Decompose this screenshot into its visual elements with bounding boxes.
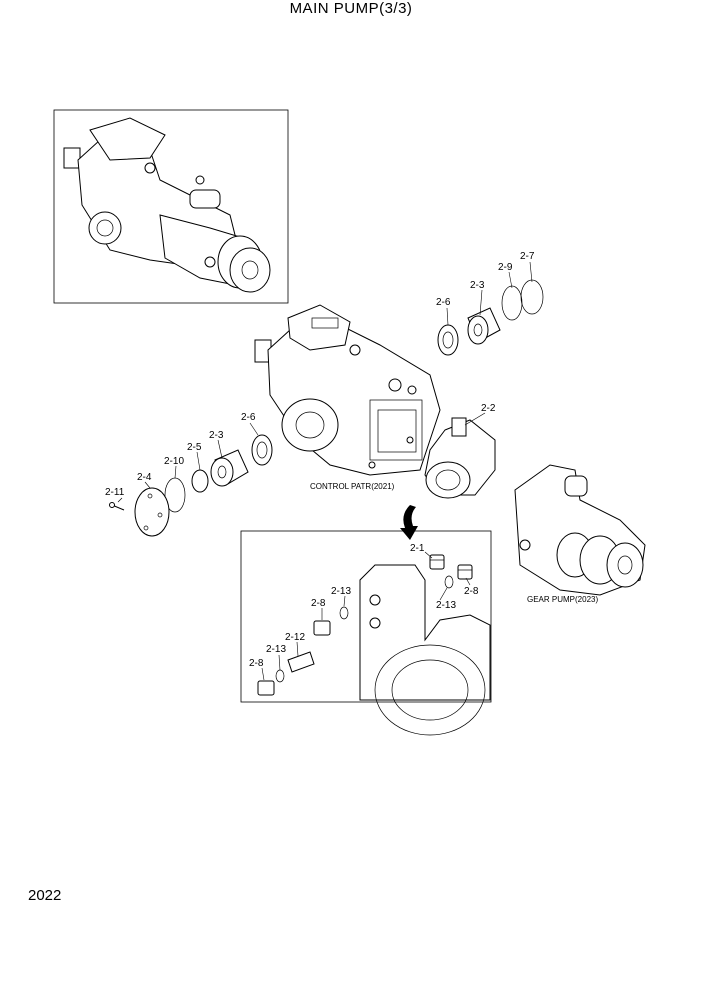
callout-2-13-right: 2-13 [436, 600, 456, 611]
callout-2-11: 2-11 [105, 487, 125, 498]
plug-2-1 [429, 554, 445, 570]
callout-2-1: 2-1 [410, 543, 425, 554]
plug-2-8-upper [313, 620, 331, 636]
gear-pump [514, 464, 646, 596]
bearing-upper [437, 324, 459, 356]
overview-frame [53, 109, 289, 304]
snap-ring-upper [520, 279, 544, 315]
callout-2-9: 2-9 [498, 262, 513, 273]
leader-lines [117, 261, 533, 681]
page-title: MAIN PUMP(3/3) [289, 0, 413, 17]
sleeve-lower [210, 449, 249, 487]
sleeve-upper [467, 307, 501, 345]
cap-screw [109, 502, 125, 511]
valve-2-12 [287, 651, 315, 673]
assembled-pump-overview [63, 117, 271, 293]
o-ring-2-13-lower [275, 669, 285, 683]
callout-2-5: 2-5 [187, 442, 202, 453]
pump-cover [424, 417, 496, 499]
control-bracket-detail [359, 564, 491, 736]
caption-gear-pump: GEAR PUMP(2023) [527, 595, 598, 604]
spacer [191, 469, 209, 493]
o-ring-2-13-right [444, 575, 454, 589]
plug-2-8-right [457, 564, 473, 580]
callout-2-3-upper: 2-3 [470, 280, 485, 291]
callout-2-6-upper: 2-6 [436, 297, 451, 308]
pump-housing [254, 304, 441, 476]
caption-control-part: CONTROL PATR(2021) [310, 482, 395, 491]
callout-2-8-right: 2-8 [464, 586, 479, 597]
callout-2-4: 2-4 [137, 472, 152, 483]
callout-2-3: 2-3 [209, 430, 224, 441]
callout-2-10: 2-10 [164, 456, 184, 467]
callout-2-8-upper: 2-8 [311, 598, 326, 609]
end-cover [134, 487, 170, 537]
callout-2-6: 2-6 [241, 412, 256, 423]
callout-2-13-upper: 2-13 [331, 586, 351, 597]
callout-2-12: 2-12 [285, 632, 305, 643]
callout-2-2: 2-2 [481, 403, 496, 414]
o-ring-upper [501, 285, 523, 321]
detail-frame [240, 530, 492, 703]
plug-2-8-lower [257, 680, 275, 696]
callout-2-13-lower: 2-13 [266, 644, 286, 655]
page-number: 2022 [28, 887, 62, 904]
callout-2-8-lower: 2-8 [249, 658, 264, 669]
detail-arrow-icon [400, 505, 418, 540]
o-ring-2-13-upper [339, 606, 349, 620]
callout-2-7: 2-7 [520, 251, 535, 262]
bearing-lower [251, 434, 273, 466]
